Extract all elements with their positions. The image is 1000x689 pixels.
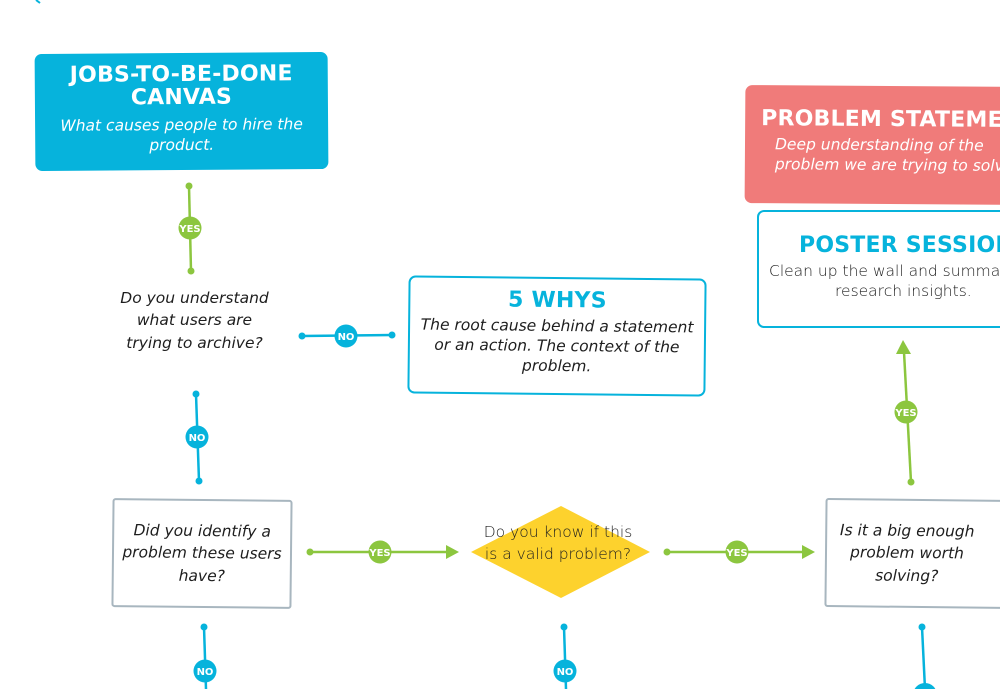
poster-session-title: POSTER SESSION: [799, 233, 1000, 258]
connector-identify-down-no: NO: [193, 623, 217, 689]
yes-badge-1-label: YES: [178, 224, 200, 235]
question-identify-problem: Did you identify a problem these users h…: [122, 521, 282, 585]
corner-mark: [35, 0, 41, 4]
yes-badge-2: [368, 540, 392, 564]
problem-statement-subtitle-line1: Deep understanding of the: [774, 135, 984, 155]
no-badge-4-label: NO: [557, 667, 574, 678]
decision-diamond: [471, 506, 650, 598]
five-whys-box: 5 WHYS The root cause behind a statement…: [407, 275, 707, 397]
connector-valid-down-no: NO: [553, 623, 577, 689]
connector-bigenough-yes: YES: [894, 340, 918, 486]
yes-badge-4-label: YES: [894, 408, 916, 419]
problem-statement-box: PROBLEM STATEMEN Deep understanding of t…: [744, 85, 1000, 205]
poster-session-box: POSTER SESSION Clean up the wall and sum…: [757, 210, 1000, 328]
yes-badge-3-label: YES: [725, 548, 747, 559]
question-valid-problem: Do you know if this is a valid problem?: [483, 523, 633, 564]
poster-session-subtitle-line1: Clean up the wall and summa: [769, 262, 1000, 281]
no-badge-1: [334, 324, 358, 348]
connector-bigenough-down: [914, 623, 936, 689]
question-big-enough: Is it a big enough problem worth solving…: [839, 520, 975, 585]
yes-badge-3: [725, 540, 749, 564]
no-badge-3-label: NO: [197, 667, 214, 678]
connector-valid-yes: YES: [663, 540, 815, 564]
no-badge-4: [553, 659, 577, 683]
no-badge-3: [193, 659, 217, 683]
poster-session-subtitle-line2: research insights.: [835, 282, 972, 301]
jtbd-title-line1: JOBS-TO-BE-DONE: [69, 61, 293, 88]
connector-jtbd-yes: YES: [178, 182, 202, 275]
question-big-enough-box: Is it a big enough problem worth solving…: [824, 498, 1000, 609]
yes-badge-4: [894, 400, 918, 424]
connector-understand-down-no: NO: [185, 390, 209, 485]
connector-understand-no: NO: [298, 324, 396, 348]
question-identify-problem-box: Did you identify a problem these users h…: [111, 498, 293, 609]
jobs-to-be-done-canvas-box: JOBS-TO-BE-DONE CANVAS What causes peopl…: [34, 51, 329, 172]
yes-badge-2-label: YES: [368, 548, 390, 559]
no-badge-2-label: NO: [189, 433, 206, 444]
problem-statement-title: PROBLEM STATEMEN: [761, 106, 1000, 133]
no-badge-2: [185, 425, 209, 449]
jtbd-title-line2: CANVAS: [130, 84, 233, 111]
connector-identify-yes: YES: [306, 540, 459, 564]
five-whys-title: 5 WHYS: [507, 287, 607, 314]
jtbd-subtitle: What causes people to hire the product.: [60, 115, 303, 155]
yes-badge-1: [178, 216, 202, 240]
question-understand-users: Do you understand what users are trying …: [120, 289, 269, 352]
problem-statement-subtitle-line2: problem we are trying to solv: [774, 155, 1000, 176]
no-badge-1-label: NO: [338, 332, 355, 343]
five-whys-subtitle: The root cause behind a statement or an …: [420, 315, 694, 376]
